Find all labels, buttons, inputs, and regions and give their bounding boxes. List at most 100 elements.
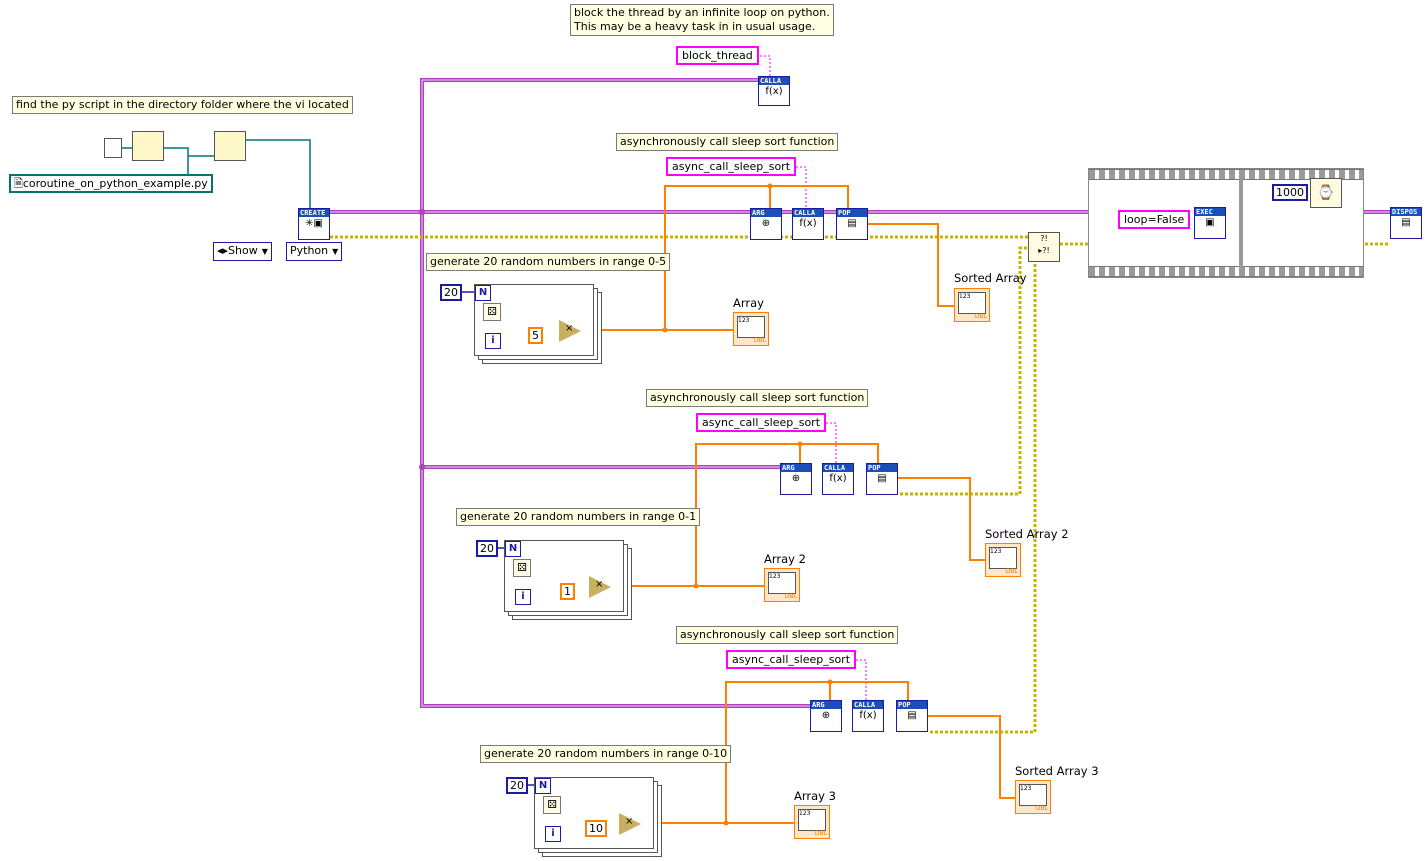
script-path-constant[interactable]: 🗎coroutine_on_python_example.py [9, 174, 213, 193]
multiply-node[interactable]: × [559, 320, 581, 342]
multiply-node[interactable]: × [619, 813, 641, 835]
multiplier-constant-2[interactable]: 1 [560, 583, 575, 600]
indicator-value: 123 [737, 316, 765, 338]
loop-false-constant[interactable]: loop=False [1118, 210, 1191, 229]
for-loop-1[interactable]: N i ⚄ × [474, 284, 594, 356]
dropdown-arrow-icon: ▼ [261, 247, 268, 256]
wait-ms-constant[interactable]: 1000 [1272, 184, 1308, 201]
indicator-value: 123 [798, 809, 826, 831]
dice-icon: ⚄ [513, 559, 531, 577]
plus-icon: ⊕ [761, 218, 771, 229]
array2-label: Array 2 [764, 552, 806, 566]
comment-generate-1: generate 20 random numbers in range 0-5 [426, 253, 671, 271]
dispose-icon: ▤ [1401, 217, 1411, 228]
frame-divider [1239, 178, 1243, 267]
refnum-wire [421, 79, 812, 707]
comment-generate-2: generate 20 random numbers in range 0-1 [456, 508, 701, 526]
arg-node-2[interactable]: ARG⊕ [780, 463, 812, 495]
comment-async-call-1: asynchronously call sleep sort function [616, 133, 839, 151]
wire-junction [419, 209, 425, 215]
calla-node-block[interactable]: CALLA f(x) [758, 76, 790, 106]
array-label: Array [733, 296, 764, 310]
build-path-icon[interactable] [214, 131, 246, 161]
pop-icon: ▤ [877, 473, 887, 484]
file-icon: 🗎 [14, 177, 23, 190]
numeric-wire [600, 185, 956, 331]
indicator-value: 123 [958, 292, 986, 314]
pop-icon: ▤ [907, 710, 917, 721]
strip-path-icon[interactable] [132, 131, 164, 161]
wire-junction [662, 327, 668, 333]
for-loop-3[interactable]: N i ⚄ × [534, 777, 654, 849]
block-thread-constant[interactable]: block_thread [676, 46, 759, 65]
indicator-value: 123 [1019, 784, 1047, 806]
wire-junction [419, 464, 425, 470]
wire-junction [797, 441, 803, 447]
numeric-wire [660, 681, 1018, 824]
current-vi-path-icon[interactable] [104, 138, 122, 158]
multiply-node[interactable]: × [589, 576, 611, 598]
ring-arrows-icon: ◂▸ [217, 244, 229, 257]
loop-iteration-terminal: i [515, 589, 531, 605]
wire-junction [723, 820, 729, 826]
multiplier-constant-1[interactable]: 5 [528, 327, 543, 344]
plus-icon: ⊕ [791, 473, 801, 484]
loop-count-terminal: N [535, 778, 551, 794]
comment-async-call-2: asynchronously call sleep sort function [646, 389, 869, 407]
wait-ms-node[interactable]: ⌚ [1310, 178, 1342, 208]
path-wire [120, 139, 311, 210]
wire-junction [827, 679, 833, 685]
pop-node-1[interactable]: POP▤ [836, 208, 868, 240]
count-constant-3[interactable]: 20 [506, 777, 528, 794]
multiplier-constant-3[interactable]: 10 [585, 820, 607, 837]
dice-icon: ⚄ [543, 796, 561, 814]
loop-count-terminal: N [505, 541, 521, 557]
create-node[interactable]: CREATE ✳▣ [298, 208, 330, 240]
arg-node-3[interactable]: ARG⊕ [810, 700, 842, 732]
dice-icon: ⚄ [483, 303, 501, 321]
for-loop-2[interactable]: N i ⚄ × [504, 540, 624, 612]
comment-find-script: find the py script in the directory fold… [12, 96, 353, 114]
indicator-value: 123 [768, 572, 796, 594]
loop-iteration-terminal: i [485, 333, 501, 349]
string-wire [784, 166, 807, 210]
comment-generate-3: generate 20 random numbers in range 0-10 [480, 745, 732, 763]
sorted-array2-label: Sorted Array 2 [985, 527, 1069, 541]
filmstrip-bottom [1089, 266, 1363, 277]
exec-node[interactable]: EXEC▣ [1194, 207, 1226, 239]
wire-junction [693, 583, 699, 589]
pop-node-3[interactable]: POP▤ [896, 700, 928, 732]
create-icon: ✳▣ [305, 218, 323, 229]
arg-node-1[interactable]: ARG⊕ [750, 208, 782, 240]
merge-errors-node[interactable]: ?!▸?! [1028, 232, 1060, 262]
loop-iteration-terminal: i [545, 826, 561, 842]
async-function-constant-2[interactable]: async_call_sleep_sort [696, 413, 827, 432]
dropdown-arrow-icon: ▼ [332, 247, 339, 256]
pop-node-2[interactable]: POP▤ [866, 463, 898, 495]
python-ring[interactable]: Python▼ [286, 242, 343, 261]
comment-async-call-3: asynchronously call sleep sort function [676, 626, 899, 644]
array3-label: Array 3 [794, 789, 836, 803]
error-wire [330, 235, 1390, 734]
async-function-constant-1[interactable]: async_call_sleep_sort [666, 157, 797, 176]
count-constant-1[interactable]: 20 [440, 284, 462, 301]
async-function-constant-3[interactable]: async_call_sleep_sort [726, 650, 857, 669]
dispose-node[interactable]: DISPOS▤ [1390, 207, 1422, 239]
indicator-value: 123 [989, 547, 1017, 569]
watch-icon: ⌚ [1317, 185, 1335, 201]
comment-block-thread: block the thread by an infinite loop on … [570, 4, 834, 36]
show-ring[interactable]: ◂▸Show▼ [213, 242, 272, 261]
loop-count-terminal: N [475, 285, 491, 301]
count-constant-2[interactable]: 20 [476, 540, 498, 557]
terminal-icon: ▣ [1205, 217, 1215, 228]
